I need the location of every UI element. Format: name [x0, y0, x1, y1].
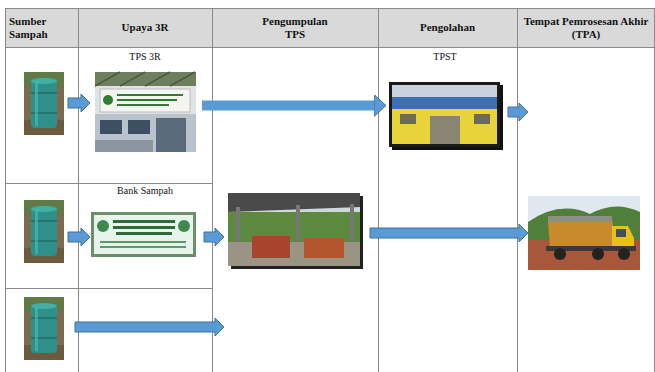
grid-line [5, 47, 655, 48]
table-grid [5, 8, 655, 372]
header-band [5, 8, 655, 47]
sign-line [113, 220, 175, 223]
waste-bin-photo [24, 297, 64, 360]
sign-line [100, 241, 186, 243]
photo-sign [94, 215, 193, 254]
sign-emblem [178, 220, 190, 232]
roof-beams [95, 72, 195, 86]
tpst-photo [389, 82, 503, 150]
waste-bin-photo [24, 72, 64, 135]
photo-window [400, 114, 416, 124]
flow-arrow [202, 101, 374, 111]
photo-trees [228, 212, 360, 242]
photo-wall [392, 109, 497, 144]
grid-line [5, 288, 212, 289]
grid-line [78, 8, 79, 372]
block-arrow [75, 318, 224, 336]
truck-window [616, 229, 626, 237]
sign-line [116, 232, 172, 235]
tps-photo [228, 193, 363, 269]
header-cell: Sumber Sampah [9, 8, 75, 47]
tpa-photo [528, 196, 640, 270]
header-text: Pengolahan [420, 21, 475, 34]
header-text: Pengumpulan TPS [255, 15, 335, 41]
grid-line [517, 8, 518, 372]
header-text: Sumber Sampah [9, 15, 75, 41]
photo-box: TPST [386, 50, 504, 151]
photo-wall [95, 114, 196, 152]
truck-body [548, 218, 616, 248]
truck-wheel [592, 248, 604, 260]
grid-line [378, 8, 379, 372]
photo-sign [100, 89, 190, 112]
truck-wheel [554, 248, 566, 260]
photo-frame [389, 82, 500, 147]
block-arrow [508, 103, 528, 121]
photo-shadow [392, 85, 503, 150]
photo-caption: TPST [386, 50, 504, 63]
photo-door [430, 116, 460, 144]
grid-line [5, 8, 6, 372]
header-cell: Tempat Pemrosesan Akhir (TPA) [519, 8, 653, 47]
sign-line [100, 246, 186, 248]
tps3r-photo [95, 72, 196, 152]
photo-container [252, 236, 290, 258]
photo-roof [95, 72, 196, 86]
grid-line [5, 8, 655, 9]
grid-line [654, 8, 655, 372]
header-text: Tempat Pemrosesan Akhir (TPA) [519, 15, 653, 41]
photo-window [128, 120, 150, 134]
sign-line [117, 104, 169, 106]
sign-emblem [103, 95, 113, 105]
header-cell: Pengumpulan TPS [255, 8, 335, 47]
photo-caption: Bank Sampah [88, 184, 202, 197]
header-text: Upaya 3R [122, 21, 169, 34]
photo-container [304, 238, 344, 258]
photo-band [392, 97, 497, 109]
block-arrow [204, 228, 224, 246]
photo-door [156, 118, 186, 152]
block-arrow [68, 228, 90, 246]
photo-window [100, 120, 122, 134]
photo-box: Bank Sampah [88, 184, 202, 260]
sign-line [117, 99, 177, 101]
header-cell: Pengolahan [380, 8, 515, 47]
photo-ground [91, 212, 196, 257]
block-arrow [68, 94, 90, 112]
truck-wheel [618, 248, 630, 260]
photo-box: TPS 3R [88, 50, 202, 156]
photo-roof [228, 193, 360, 212]
photo-sky [392, 85, 497, 97]
sign-line [117, 94, 183, 96]
photo-caption: TPS 3R [88, 50, 202, 63]
block-arrow [370, 224, 528, 242]
truck-load [548, 216, 612, 222]
grid-line [212, 8, 213, 372]
flow-arrows [68, 94, 528, 336]
sign-line [113, 226, 175, 229]
bank-sampah-photo [91, 212, 196, 257]
header-cell: Upaya 3R [80, 8, 210, 47]
photo-window [474, 114, 490, 124]
waste-bin-photo [24, 200, 64, 263]
grid-line [5, 183, 212, 184]
photo-sky [528, 196, 640, 270]
sign-emblem [97, 220, 109, 232]
photo-floor [95, 140, 153, 152]
photo-ground [95, 72, 196, 152]
photo-ground [228, 193, 360, 266]
